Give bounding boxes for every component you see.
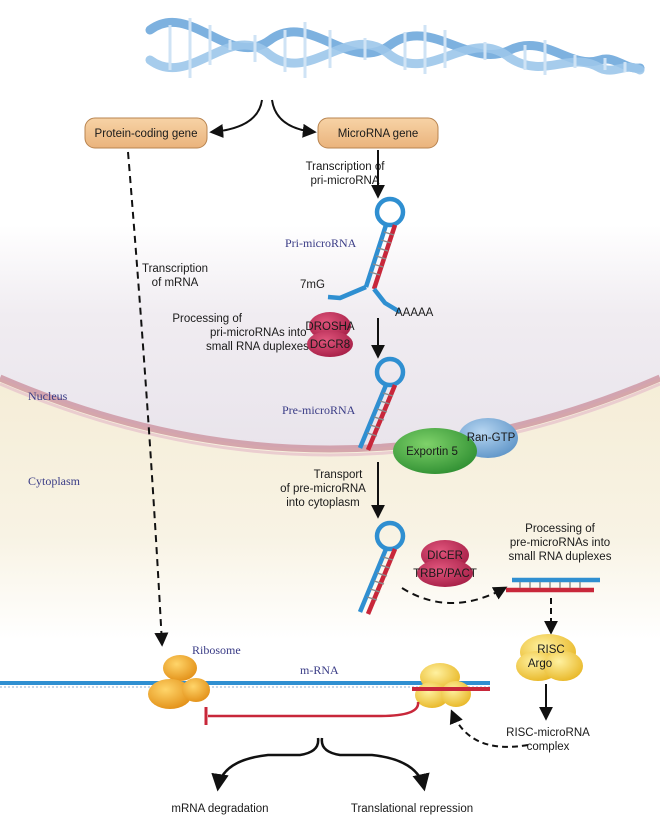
- transport-label-1: Transport: [314, 469, 364, 481]
- pri-microrna-hairpin-icon: [327, 196, 406, 314]
- transcription-mrna-label-1: Transcription: [142, 263, 208, 275]
- dicer-processing-dashed-arrow: [401, 586, 508, 604]
- processing-pre-label-2: pre-microRNAs into: [510, 537, 610, 549]
- ribosome-label: Ribosome: [192, 643, 241, 657]
- processing-pri-label-2: pri-microRNAs into: [210, 327, 307, 339]
- transcription-pri-label-2: pri-microRNA: [311, 175, 380, 187]
- mrna-transcription-dashed-arrow: [127, 151, 169, 647]
- exportin-label: Exportin 5: [406, 446, 458, 458]
- exportin-ran-complex-icon: Ran-GTP Exportin 5: [393, 418, 518, 474]
- mrna-strand: [0, 681, 490, 688]
- pri-microrna-label: Pri-microRNA: [285, 236, 357, 250]
- risc-complex-label-2: complex: [527, 741, 570, 753]
- dna-to-protein-gene-arrow: [209, 99, 263, 138]
- transport-label-3: into cytoplasm: [286, 497, 360, 509]
- drosha-label: DROSHA: [305, 321, 355, 333]
- dgcr8-label: DGCR8: [310, 339, 350, 351]
- pre-microrna-label: Pre-microRNA: [282, 403, 356, 417]
- dicer-trbp-complex-icon: DICER TRBP/PACT: [413, 540, 477, 587]
- inhibition-line: [208, 701, 420, 718]
- processing-pri-label-1: Processing of: [172, 313, 242, 325]
- argo-label: Argo: [528, 658, 552, 670]
- repression-arrow: [320, 737, 430, 792]
- risc-complex-label-1: RISC-microRNA: [506, 727, 590, 739]
- dna-to-microrna-gene-arrow: [271, 99, 317, 138]
- processing-pri-label-3: small RNA duplexes: [206, 341, 309, 353]
- cap-label: 7mG: [300, 279, 325, 291]
- complex-to-mrna-dashed-arrow: [449, 709, 529, 748]
- pre-microrna-hairpin-icon: [357, 356, 406, 451]
- transcription-pri-label-1: Transcription of: [306, 161, 386, 173]
- microrna-gene-label: MicroRNA gene: [338, 128, 419, 140]
- protein-coding-gene-box: Protein-coding gene: [84, 117, 208, 149]
- mrna-bound-risc-icon: [412, 663, 490, 708]
- cytoplasmic-pre-microrna-icon: [357, 520, 406, 615]
- microrna-gene-box: MicroRNA gene: [317, 117, 439, 149]
- degradation-arrow: [211, 737, 320, 792]
- processing-pre-label-3: small RNA duplexes: [509, 551, 612, 563]
- protein-coding-gene-label: Protein-coding gene: [95, 128, 198, 140]
- risc-argo-complex-icon: RISC Argo: [516, 634, 583, 681]
- processing-pre-label-1: Processing of: [525, 523, 595, 535]
- small-rna-duplex-icon: [506, 577, 600, 593]
- nuclear-membrane: [0, 374, 660, 453]
- nuclear-membrane-inner: [0, 382, 660, 457]
- nucleus-label: Nucleus: [28, 389, 68, 403]
- dicer-label: DICER: [427, 550, 463, 562]
- repression-label: Translational repression: [351, 803, 473, 815]
- degradation-label: mRNA degradation: [171, 803, 268, 815]
- trbp-label: TRBP/PACT: [413, 568, 477, 580]
- risc-label: RISC: [537, 644, 564, 656]
- ribosome-icon: [148, 655, 210, 709]
- transcription-mrna-label-2: of mRNA: [152, 277, 199, 289]
- polya-label: AAAAA: [395, 307, 434, 319]
- ran-gtp-label: Ran-GTP: [467, 432, 516, 444]
- cytoplasm-label: Cytoplasm: [28, 474, 81, 488]
- dna-helix-icon: [145, 18, 645, 78]
- transport-label-2: of pre-microRNA: [280, 483, 366, 495]
- drosha-dgcr8-complex-icon: DROSHA DGCR8: [305, 312, 355, 357]
- mrna-label: m-RNA: [300, 663, 339, 677]
